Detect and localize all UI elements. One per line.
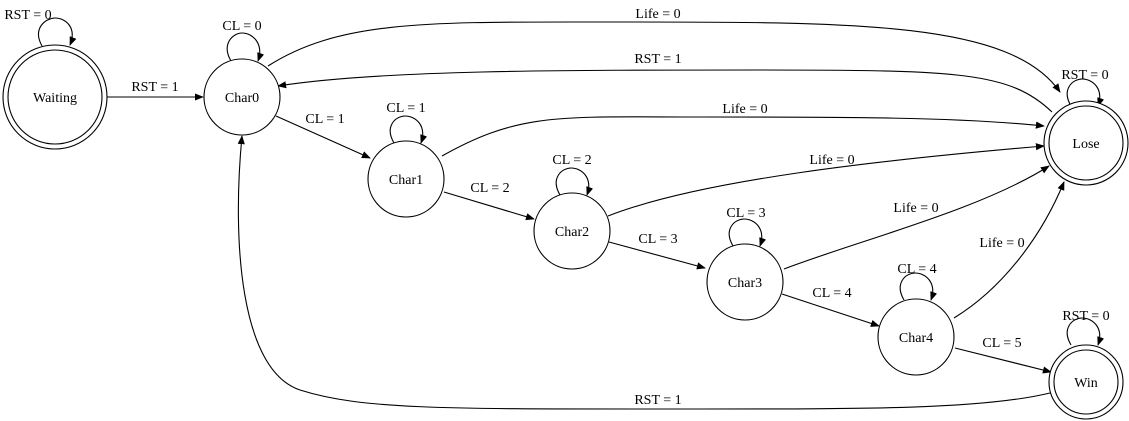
label-char4-lose: Life = 0 — [979, 236, 1024, 251]
label-char0-self: CL = 0 — [222, 19, 261, 34]
state-char3-label: Char3 — [728, 276, 762, 291]
label-char4-self: CL = 4 — [897, 262, 936, 277]
state-win: Win — [1048, 344, 1124, 420]
label-char0-lose: Life = 0 — [635, 7, 680, 22]
edge-lose-self — [1066, 78, 1105, 107]
edge-char1-lose — [441, 116, 1045, 157]
label-win-char0: RST = 1 — [634, 393, 681, 408]
state-win-label: Win — [1074, 376, 1098, 391]
state-char4-label: Char4 — [899, 331, 933, 346]
edge-char0-char1 — [275, 115, 371, 159]
label-char1-char2: CL = 2 — [470, 181, 509, 196]
edge-char4-win — [954, 347, 1052, 374]
edge-char2-char3 — [608, 241, 706, 270]
edge-char0-self — [226, 32, 265, 62]
edge-char3-self — [728, 218, 767, 247]
edge-win-self — [1066, 317, 1105, 346]
state-lose-label: Lose — [1072, 137, 1099, 152]
state-waiting: Waiting — [2, 44, 108, 150]
label-waiting-char0: RST = 1 — [131, 80, 178, 95]
edge-char4-lose — [953, 181, 1065, 319]
state-char4: Char4 — [877, 298, 955, 376]
state-char2-label: Char2 — [555, 225, 589, 240]
edge-char2-self — [555, 167, 594, 196]
label-char4-win: CL = 5 — [982, 336, 1021, 351]
state-char0: Char0 — [203, 58, 281, 136]
label-char3-lose: Life = 0 — [893, 201, 938, 216]
label-char2-lose: Life = 0 — [809, 153, 854, 168]
edge-char1-self — [389, 115, 428, 144]
state-char0-label: Char0 — [225, 91, 259, 106]
state-char1-label: Char1 — [389, 173, 423, 188]
label-lose-char0: RST = 1 — [634, 52, 681, 67]
label-char1-self: CL = 1 — [386, 101, 425, 116]
label-lose-self: RST = 0 — [1061, 68, 1108, 83]
label-win-self: RST = 0 — [1062, 309, 1109, 324]
state-char2: Char2 — [533, 192, 611, 270]
label-char3-char4: CL = 4 — [812, 286, 851, 301]
state-char1: Char1 — [367, 140, 445, 218]
label-char1-lose: Life = 0 — [722, 102, 767, 117]
edge-waiting-self — [38, 17, 77, 47]
state-waiting-label: Waiting — [33, 91, 77, 106]
label-char3-self: CL = 3 — [726, 206, 765, 221]
label-char0-char1: CL = 1 — [305, 112, 344, 127]
edge-char0-lose — [267, 21, 1061, 93]
label-char2-char3: CL = 3 — [638, 232, 677, 247]
label-char2-self: CL = 2 — [552, 153, 591, 168]
edge-char2-lose — [607, 143, 1045, 217]
edge-char3-lose — [783, 165, 1050, 270]
label-waiting-self: RST = 0 — [4, 8, 51, 23]
state-lose: Lose — [1043, 100, 1129, 186]
state-char3: Char3 — [706, 243, 784, 321]
edge-char1-char2 — [443, 191, 535, 221]
edge-char3-char4 — [781, 293, 880, 327]
edge-win-char0 — [237, 135, 1051, 410]
edge-lose-char0 — [277, 69, 1053, 113]
edge-char4-self — [899, 272, 938, 301]
